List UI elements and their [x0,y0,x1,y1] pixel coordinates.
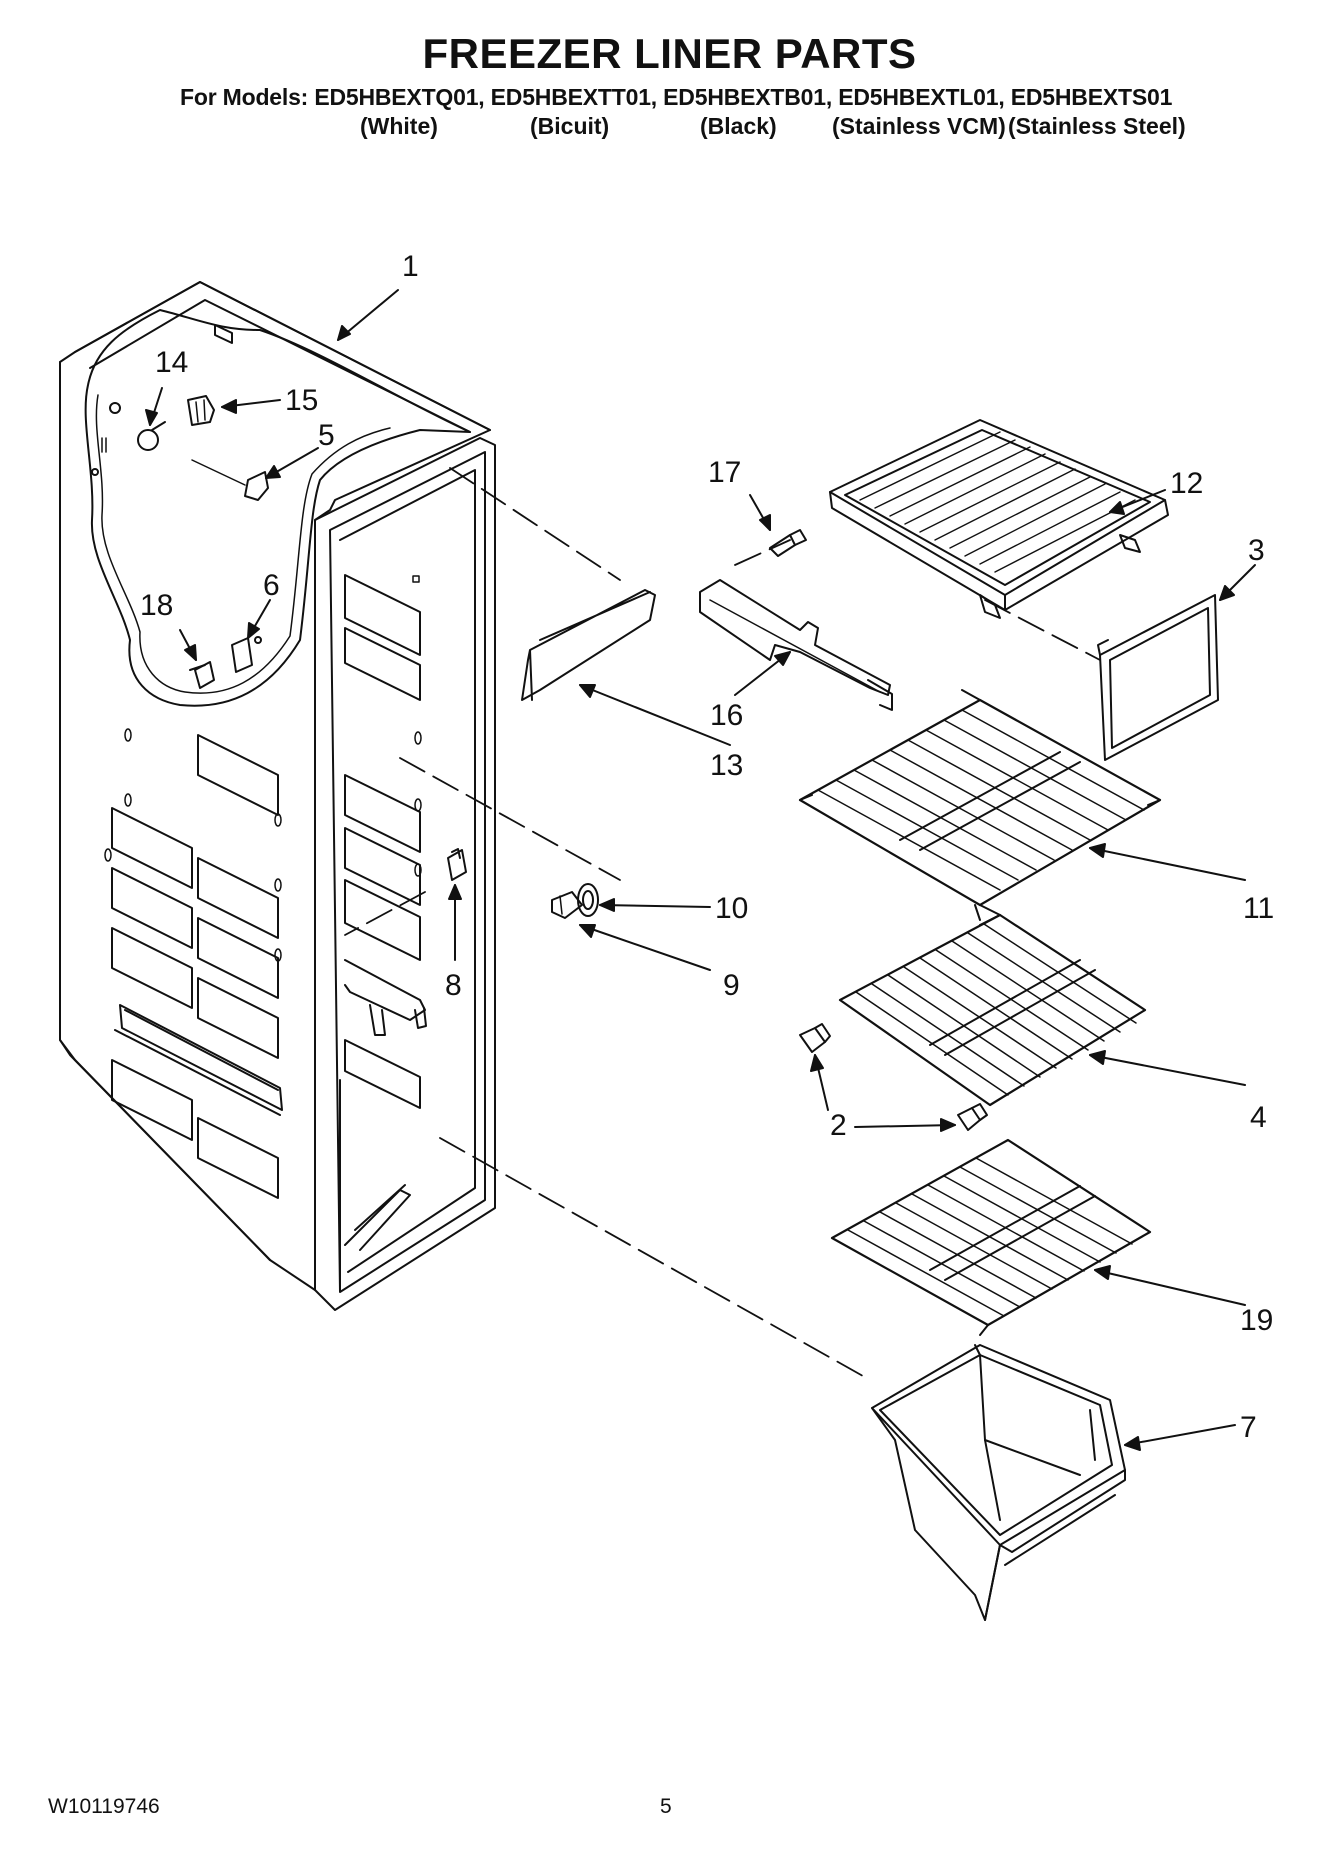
part-10-ring [577,883,599,917]
part-12-tray [829,419,1169,619]
callout-12: 12 [1170,467,1203,500]
callout-11: 11 [1243,892,1274,925]
part-3-frame [1097,594,1219,761]
variant-black: (Black) [700,113,777,139]
page-number: 5 [660,1795,672,1818]
callout-1: 1 [402,250,419,283]
models-line: For Models: ED5HBEXTQ01, ED5HBEXTT01, ED… [180,84,1173,110]
part-19-wire-shelf [830,1138,1152,1336]
callout-14: 14 [155,346,188,379]
callout-numbers: 1 2 3 4 5 6 7 8 9 10 11 12 13 14 15 16 1… [140,250,1274,1444]
callout-13: 13 [710,749,743,782]
part-16-bracket [699,579,893,711]
callout-18: 18 [140,589,173,622]
callout-8: 8 [445,969,462,1002]
callout-9: 9 [723,969,740,1002]
document-number: W10119746 [48,1795,160,1818]
callout-arrows [145,289,1256,1451]
callout-4: 4 [1250,1101,1267,1134]
callout-5: 5 [318,419,335,452]
part-4-wire-shelf [838,913,1147,1107]
freezer-liner [59,281,496,1311]
part-17-screw [769,529,807,557]
callout-3: 3 [1248,534,1265,567]
variant-stainless-steel: (Stainless Steel) [1008,113,1186,139]
part-13-panel [521,589,656,701]
variant-stainless-vcm: (Stainless VCM) [832,113,1006,139]
callout-10: 10 [715,892,748,925]
part-9-bushing [551,891,583,919]
callout-16: 16 [710,699,743,732]
page-title: FREEZER LINER PARTS [422,30,917,77]
part-7-bin [871,1344,1126,1621]
part-11-wire-shelf [798,689,1162,921]
callout-15: 15 [285,384,318,417]
part-2-shelf-stud-upper [799,1023,831,1053]
callout-6: 6 [263,569,280,602]
callout-19: 19 [1240,1304,1273,1337]
callout-17: 17 [708,456,741,489]
callout-7: 7 [1240,1411,1257,1444]
part-2-shelf-stud-lower [957,1103,988,1131]
callout-2: 2 [830,1109,847,1142]
variant-bicuit: (Bicuit) [530,113,610,139]
variant-white: (White) [360,113,438,139]
